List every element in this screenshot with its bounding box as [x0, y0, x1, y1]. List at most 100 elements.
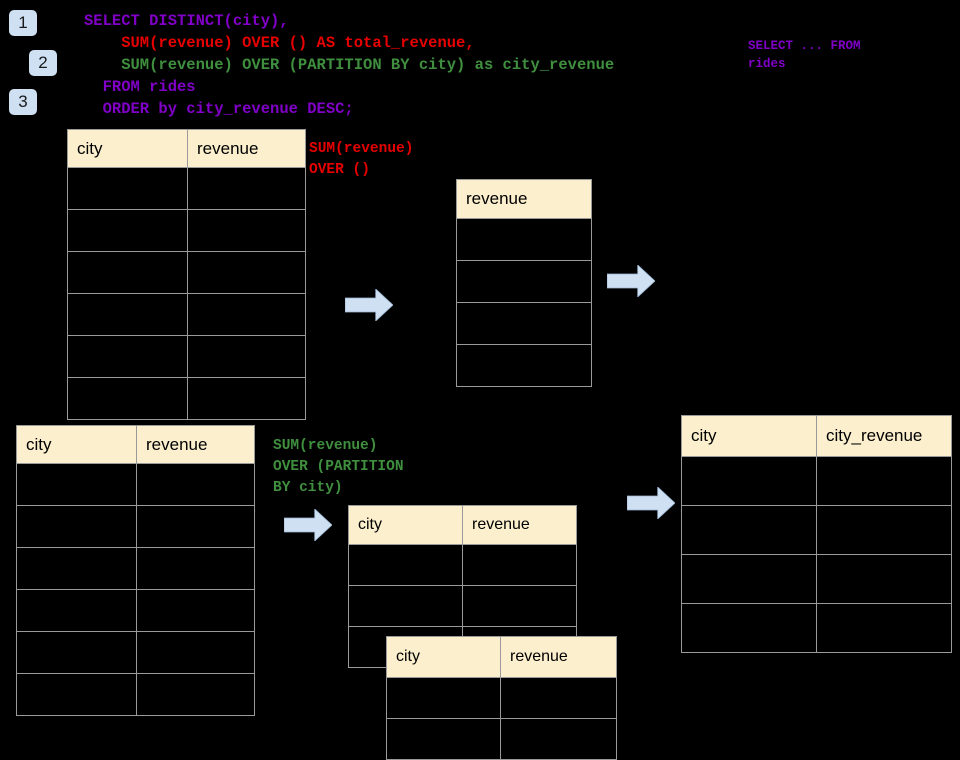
table-row	[67, 209, 306, 252]
source-table-bottom-col-city: city	[16, 425, 137, 464]
table-row	[681, 456, 952, 506]
sql-line-4: FROM rides	[102, 78, 196, 96]
arrow-source-to-total-icon	[345, 289, 393, 321]
table-cell	[16, 589, 137, 632]
arrow-partition-to-result-icon	[627, 487, 675, 519]
step-badge-2: 2	[29, 50, 57, 76]
table-cell	[187, 209, 306, 252]
table-row	[681, 603, 952, 653]
table-cell	[67, 209, 188, 252]
total-revenue-table-col-revenue: revenue	[456, 179, 592, 219]
table-cell	[187, 377, 306, 420]
table-cell	[136, 547, 255, 590]
total-revenue-table: revenue	[456, 179, 592, 387]
sql-line-1: SELECT DISTINCT(city),	[84, 12, 289, 30]
table-cell	[456, 260, 592, 303]
sum-over-partition-label: SUM(revenue) OVER (PARTITION BY city)	[273, 436, 404, 499]
table-cell	[348, 544, 463, 586]
table-cell	[67, 377, 188, 420]
table-cell	[816, 505, 952, 555]
table-row	[456, 218, 592, 261]
table-row	[386, 718, 617, 760]
table-cell	[456, 218, 592, 261]
table-row	[386, 677, 617, 719]
partition-table-front-col-revenue: revenue	[500, 636, 617, 678]
table-cell	[187, 167, 306, 210]
table-cell	[681, 554, 817, 604]
table-cell	[16, 547, 137, 590]
table-cell	[187, 251, 306, 294]
table-row	[348, 544, 577, 586]
table-cell	[67, 167, 188, 210]
result-table-col-city-revenue: city_revenue	[816, 415, 952, 457]
table-cell	[16, 463, 137, 506]
table-cell	[500, 718, 617, 760]
step-badge-1: 1	[9, 10, 37, 36]
table-cell	[136, 673, 255, 716]
table-cell	[136, 505, 255, 548]
sum-over-partition-label-line-2: OVER (PARTITION	[273, 459, 404, 475]
diagram-canvas: 1 2 3 SELECT DISTINCT(city), SUM(revenue) O…	[9, 10, 952, 760]
total-revenue-table-header-row: revenue	[456, 179, 592, 219]
table-cell	[136, 631, 255, 674]
table-row	[681, 554, 952, 604]
sql-line-5: ORDER by city_revenue DESC;	[102, 100, 354, 118]
table-row	[16, 589, 255, 632]
sum-over-empty-label: SUM(revenue) OVER ()	[309, 139, 413, 181]
table-cell	[681, 505, 817, 555]
table-row	[16, 631, 255, 674]
table-cell	[456, 344, 592, 387]
source-table-top-col-city: city	[67, 129, 188, 168]
table-cell	[16, 673, 137, 716]
table-row	[16, 673, 255, 716]
table-row	[456, 302, 592, 345]
partition-table-back-col-revenue: revenue	[462, 505, 577, 545]
table-row	[16, 463, 255, 506]
table-cell	[187, 335, 306, 378]
sql-line-2: SUM(revenue) OVER () AS total_revenue,	[121, 34, 475, 52]
partition-table-back-col-city: city	[348, 505, 463, 545]
table-cell	[136, 463, 255, 506]
sql-line-3: SUM(revenue) OVER (PARTITION BY city) as…	[121, 56, 615, 74]
sum-over-partition-label-line-1: SUM(revenue)	[273, 438, 378, 454]
table-row	[16, 547, 255, 590]
source-table-top-col-revenue: revenue	[187, 129, 306, 168]
table-row	[681, 505, 952, 555]
sum-over-empty-label-line-1: SUM(revenue)	[309, 141, 414, 157]
table-cell	[816, 456, 952, 506]
table-cell	[500, 677, 617, 719]
sum-over-partition-label-line-3: BY city)	[273, 480, 343, 496]
step-badge-3: 3	[9, 89, 37, 115]
table-cell	[386, 718, 501, 760]
sum-over-empty-label-line-2: OVER ()	[309, 162, 370, 178]
table-row	[67, 377, 306, 420]
table-cell	[462, 585, 577, 627]
partition-table-front-col-city: city	[386, 636, 501, 678]
table-row	[456, 260, 592, 303]
select-from-rides-label-line-1: SELECT ... FROM	[748, 39, 861, 53]
table-row	[456, 344, 592, 387]
result-table-col-city: city	[681, 415, 817, 457]
table-cell	[16, 631, 137, 674]
table-cell	[681, 603, 817, 653]
table-cell	[187, 293, 306, 336]
arrow-source-to-partition-icon	[284, 509, 332, 541]
table-cell	[67, 251, 188, 294]
table-row	[67, 293, 306, 336]
sql-query-block: SELECT DISTINCT(city), SUM(revenue) OVER …	[84, 10, 614, 120]
table-row	[16, 505, 255, 548]
table-cell	[67, 293, 188, 336]
table-row	[348, 585, 577, 627]
source-table-bottom-col-revenue: revenue	[136, 425, 255, 464]
table-cell	[67, 335, 188, 378]
arrow-total-to-result-icon	[607, 265, 655, 297]
